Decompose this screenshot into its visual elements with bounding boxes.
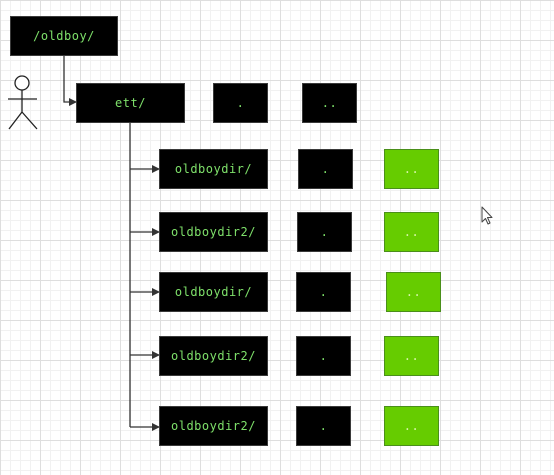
child-dotdot-label: ..	[403, 225, 420, 239]
child-dot-label: .	[320, 225, 329, 239]
root-to-ett-connector	[63, 56, 77, 106]
child-dot-label: .	[319, 349, 328, 363]
root-dir-node[interactable]: /oldboy/	[10, 16, 118, 56]
child-dot-label: .	[319, 419, 328, 433]
child-dotdot-node[interactable]: ..	[384, 336, 439, 376]
child-dir-label: oldboydir/	[174, 162, 253, 176]
child-dir-node[interactable]: oldboydir2/	[159, 212, 268, 252]
child-dotdot-label: ..	[403, 349, 420, 363]
ett-dotdot-node[interactable]: ..	[302, 83, 357, 123]
ett-dot-node[interactable]: .	[213, 83, 268, 123]
child-dot-node[interactable]: .	[296, 336, 351, 376]
child-dot-node[interactable]: .	[296, 272, 351, 312]
child-dotdot-node[interactable]: ..	[384, 406, 439, 446]
child-dotdot-node[interactable]: ..	[384, 212, 439, 252]
child-dotdot-node[interactable]: ..	[386, 272, 441, 312]
child-dot-node[interactable]: .	[296, 406, 351, 446]
child-dot-label: .	[321, 162, 330, 176]
child-dir-node[interactable]: oldboydir2/	[159, 336, 268, 376]
child-dir-node[interactable]: oldboydir/	[159, 272, 268, 312]
child-dir-label: oldboydir2/	[171, 349, 256, 363]
child-dir-label: oldboydir/	[174, 285, 253, 299]
child-dot-node[interactable]: .	[298, 149, 353, 189]
ett-dot-label: .	[236, 96, 245, 110]
child-dot-label: .	[319, 285, 328, 299]
ett-dir-label: ett/	[115, 96, 146, 110]
child-dir-label: oldboydir2/	[171, 419, 256, 433]
root-dir-label: /oldboy/	[33, 29, 95, 43]
child-dir-node[interactable]: oldboydir/	[159, 149, 268, 189]
ett-dotdot-label: ..	[321, 96, 338, 110]
child-dot-node[interactable]: .	[297, 212, 352, 252]
child-dotdot-label: ..	[403, 162, 420, 176]
child-dotdot-label: ..	[403, 419, 420, 433]
child-dotdot-label: ..	[405, 285, 422, 299]
child-dotdot-node[interactable]: ..	[384, 149, 439, 189]
child-dir-label: oldboydir2/	[171, 225, 256, 239]
ett-dir-node[interactable]: ett/	[76, 83, 185, 123]
child-dir-node[interactable]: oldboydir2/	[159, 406, 268, 446]
